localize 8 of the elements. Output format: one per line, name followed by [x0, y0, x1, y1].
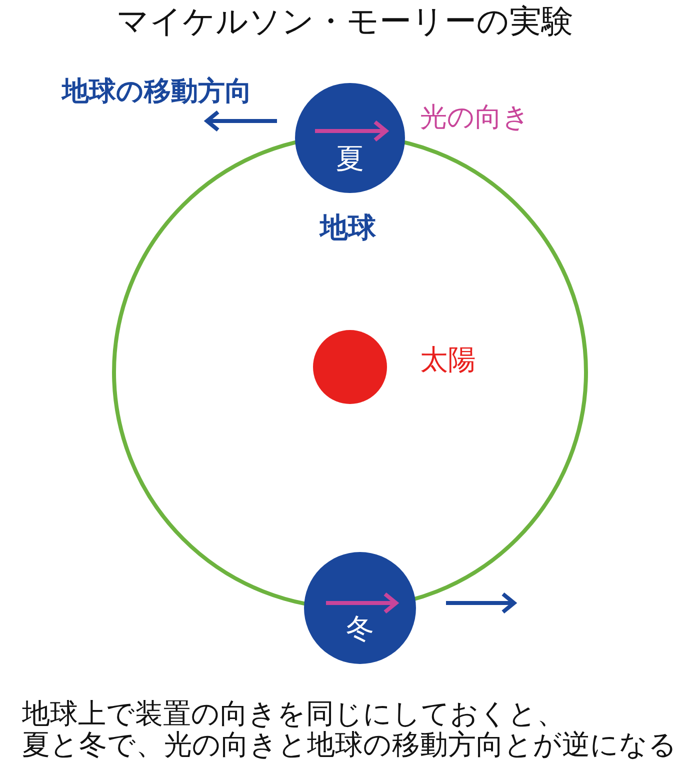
- sun-label: 太陽: [420, 343, 476, 377]
- light-direction-label: 光の向き: [420, 101, 530, 135]
- season-label: 冬: [345, 614, 375, 646]
- caption: 地球上で装置の向きを同じにしておくと、夏と冬で、光の向きと地球の移動方向とが逆になる: [22, 699, 678, 761]
- motion-direction-label: 地球の移動方向: [62, 75, 252, 109]
- title: マイケルソン・モーリーの実験: [116, 2, 574, 40]
- season-label: 夏: [335, 144, 365, 176]
- earth-label: 地球: [320, 211, 376, 245]
